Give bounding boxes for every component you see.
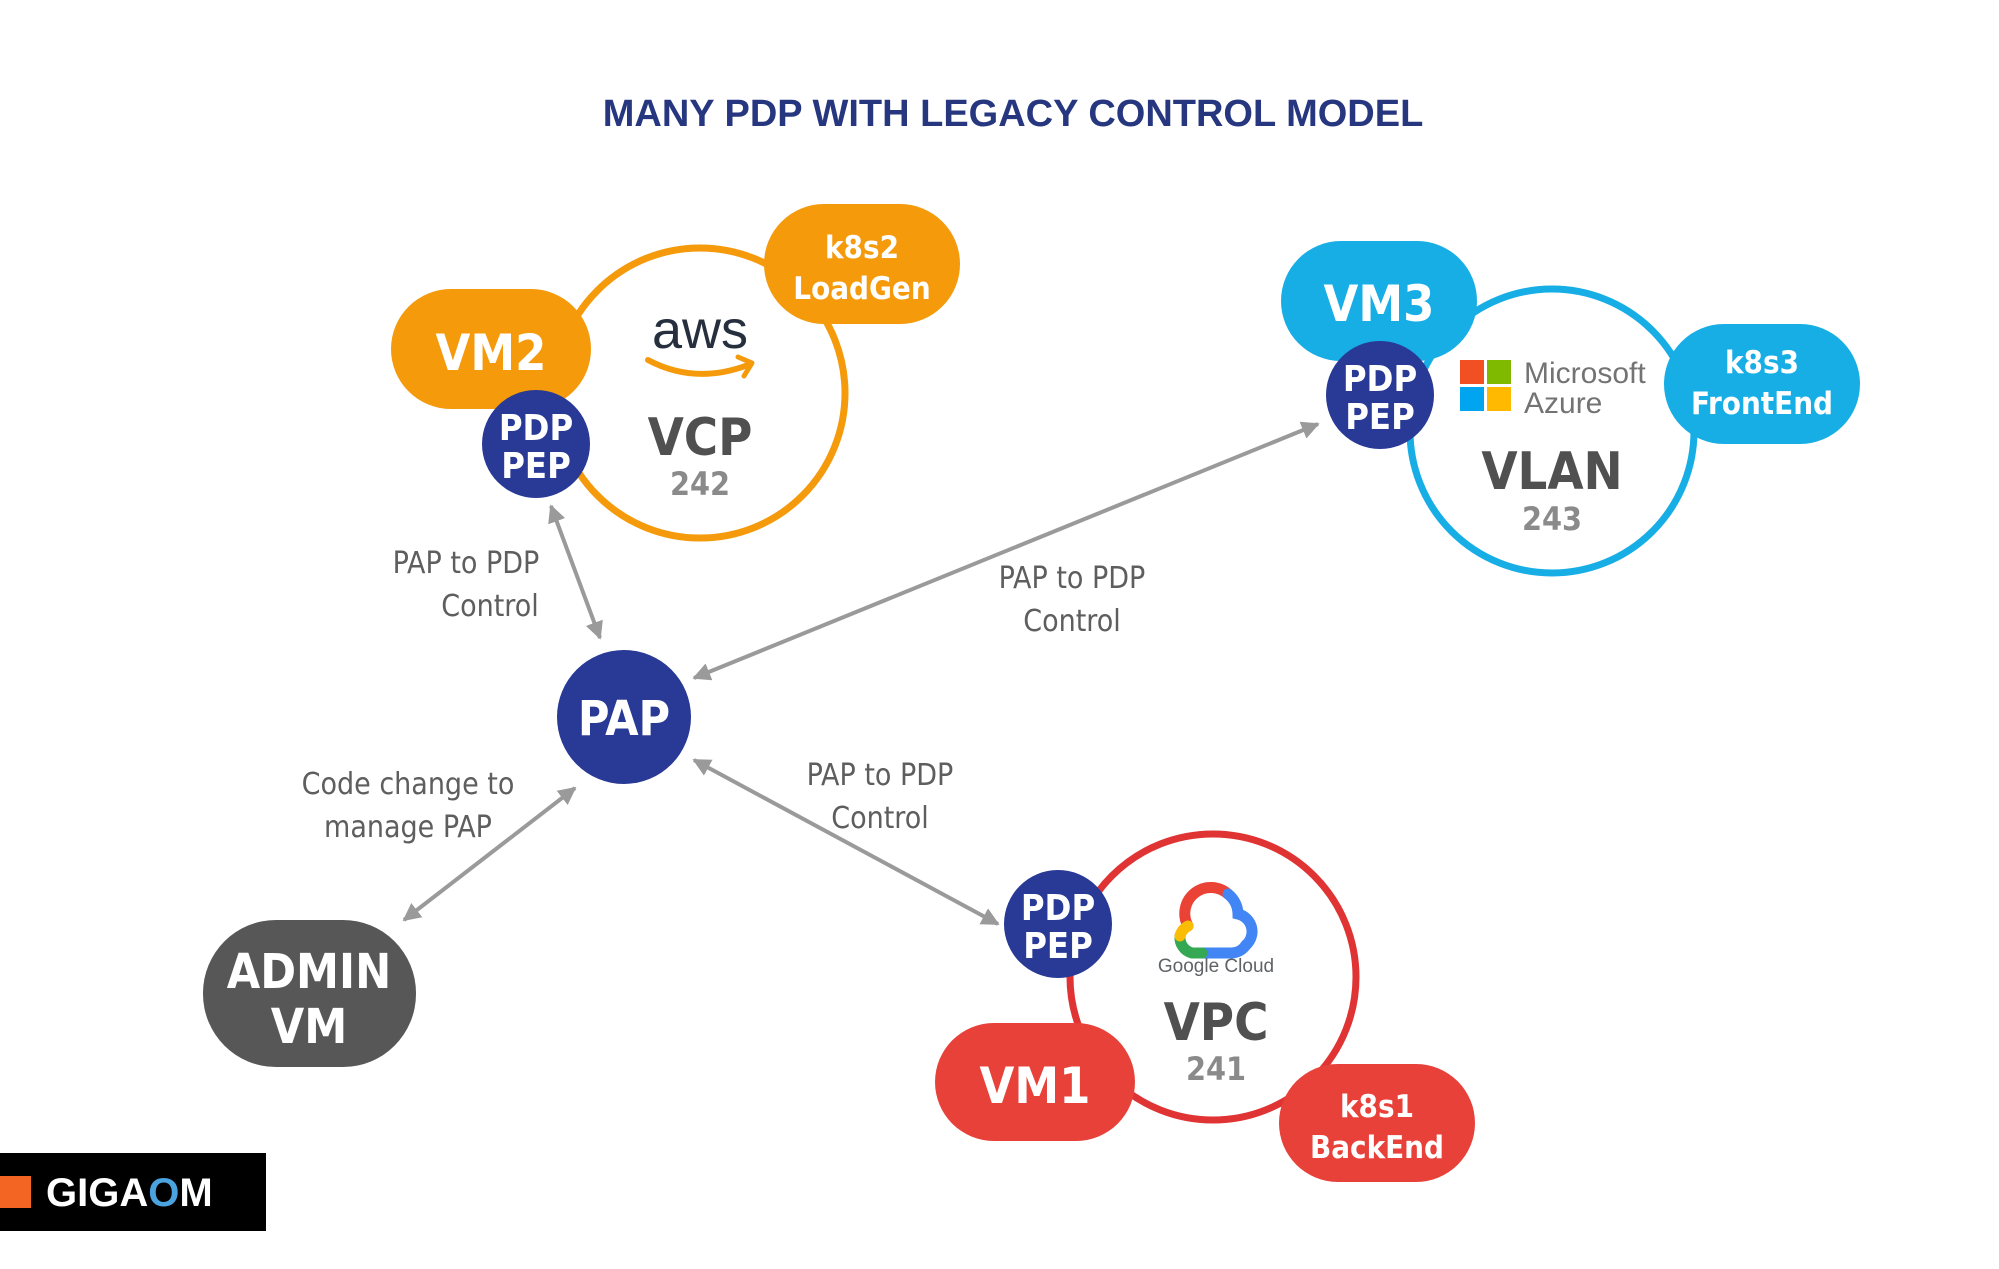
connections <box>402 421 1320 926</box>
gcp-network-name: VPC <box>1164 993 1269 1053</box>
aws-smile-icon <box>645 357 751 377</box>
ms-logo-green-square <box>1487 360 1511 384</box>
pap-to-aws-arrow <box>548 504 603 640</box>
azure-link-label-line2: Control <box>1023 604 1121 639</box>
aws-pep-label: PEP <box>501 446 571 487</box>
gcp-cluster: Google Cloud VPC 241 VM1 k8s1 BackEnd PD… <box>935 830 1475 1182</box>
gcp-vendor-text: Google Cloud <box>1158 956 1274 977</box>
admin-vm-node: ADMIN VM <box>203 920 416 1067</box>
azure-vendor-line2: Azure <box>1524 387 1602 420</box>
azure-pdp-pep-badge <box>1326 341 1434 449</box>
aws-k8s-pill <box>764 204 960 324</box>
gcp-network-ring <box>1066 830 1360 1124</box>
azure-vm-label: VM3 <box>1324 275 1435 333</box>
aws-pdp-label: PDP <box>499 408 573 449</box>
azure-network-name: VLAN <box>1481 442 1622 502</box>
gigaom-wordmark-part1: GIGA <box>46 1171 148 1215</box>
gcp-vm-label: VM1 <box>980 1057 1091 1115</box>
aws-logo: aws <box>645 300 755 379</box>
azure-k8s-line2: FrontEnd <box>1691 386 1833 422</box>
pap-label: PAP <box>578 691 670 747</box>
gigaom-wordmark-part2: M <box>179 1171 212 1215</box>
aws-vm-pill <box>391 289 591 409</box>
gcp-k8s-line1: k8s1 <box>1340 1089 1414 1125</box>
azure-k8s-line1: k8s3 <box>1725 345 1799 381</box>
admin-link-label-line1: Code change to <box>302 767 515 802</box>
azure-vm-pill <box>1281 241 1477 361</box>
gcp-vm-pill <box>935 1023 1135 1141</box>
aws-link-label-line2: Control <box>441 589 539 624</box>
pap-circle <box>557 650 691 784</box>
gcp-link-label-line1: PAP to PDP <box>807 758 954 793</box>
gcp-network-id: 241 <box>1186 1050 1246 1088</box>
aws-pdp-pep-badge <box>482 390 590 498</box>
azure-network-id: 243 <box>1522 500 1582 538</box>
pap-node: PAP <box>557 650 691 784</box>
google-cloud-icon <box>1174 882 1258 959</box>
gigaom-wordmark-o: O <box>148 1171 179 1215</box>
aws-k8s-line2: LoadGen <box>793 271 930 307</box>
gcp-k8s-pill <box>1279 1064 1475 1182</box>
azure-k8s-pill <box>1664 324 1860 444</box>
aws-vm-label: VM2 <box>436 324 547 382</box>
aws-link-label-line1: PAP to PDP <box>393 546 540 581</box>
gigaom-logo: GIGAOM <box>0 1153 266 1231</box>
azure-link-label-line1: PAP to PDP <box>999 561 1146 596</box>
admin-vm-pill <box>203 920 416 1067</box>
admin-vm-line1: ADMIN <box>227 944 391 1000</box>
gcp-pdp-label: PDP <box>1021 888 1095 929</box>
azure-pep-label: PEP <box>1345 397 1415 438</box>
pap-to-admin-arrow <box>402 786 577 922</box>
aws-k8s-line1: k8s2 <box>825 230 899 266</box>
azure-cluster: Microsoft Azure VLAN 243 VM3 k8s3 FrontE… <box>1281 241 1860 577</box>
pap-to-gcp-arrow <box>692 758 1000 926</box>
admin-vm-line2: VM <box>271 999 347 1055</box>
gcp-k8s-line2: BackEnd <box>1310 1130 1444 1166</box>
aws-network-name: VCP <box>648 408 753 468</box>
google-cloud-logo: Google Cloud <box>1158 882 1274 977</box>
aws-logo-text: aws <box>652 300 748 360</box>
gigaom-logo-orange-block <box>0 1176 31 1208</box>
gigaom-wordmark: GIGAOM <box>46 1171 213 1215</box>
ms-logo-yellow-square <box>1487 387 1511 411</box>
pap-to-azure-arrow <box>692 421 1320 681</box>
ms-logo-blue-square <box>1460 387 1484 411</box>
aws-cluster: aws VCP 242 VM2 k8s2 LoadGen PDP PEP <box>391 204 960 542</box>
gcp-link-label-line2: Control <box>831 801 929 836</box>
gcp-pep-label: PEP <box>1023 926 1093 967</box>
connection-labels: PAP to PDP Control PAP to PDP Control PA… <box>302 546 1146 845</box>
azure-vendor-line1: Microsoft <box>1524 357 1646 390</box>
ms-logo-red-square <box>1460 360 1484 384</box>
admin-link-label-line2: manage PAP <box>324 810 492 845</box>
aws-network-id: 242 <box>670 465 730 503</box>
gigaom-logo-background <box>0 1153 266 1231</box>
azure-logo: Microsoft Azure <box>1460 357 1646 420</box>
gcp-pdp-pep-badge <box>1004 870 1112 978</box>
aws-smile-tip <box>735 354 755 379</box>
page-title: MANY PDP WITH LEGACY CONTROL MODEL <box>603 93 1424 135</box>
azure-pdp-label: PDP <box>1343 359 1417 400</box>
